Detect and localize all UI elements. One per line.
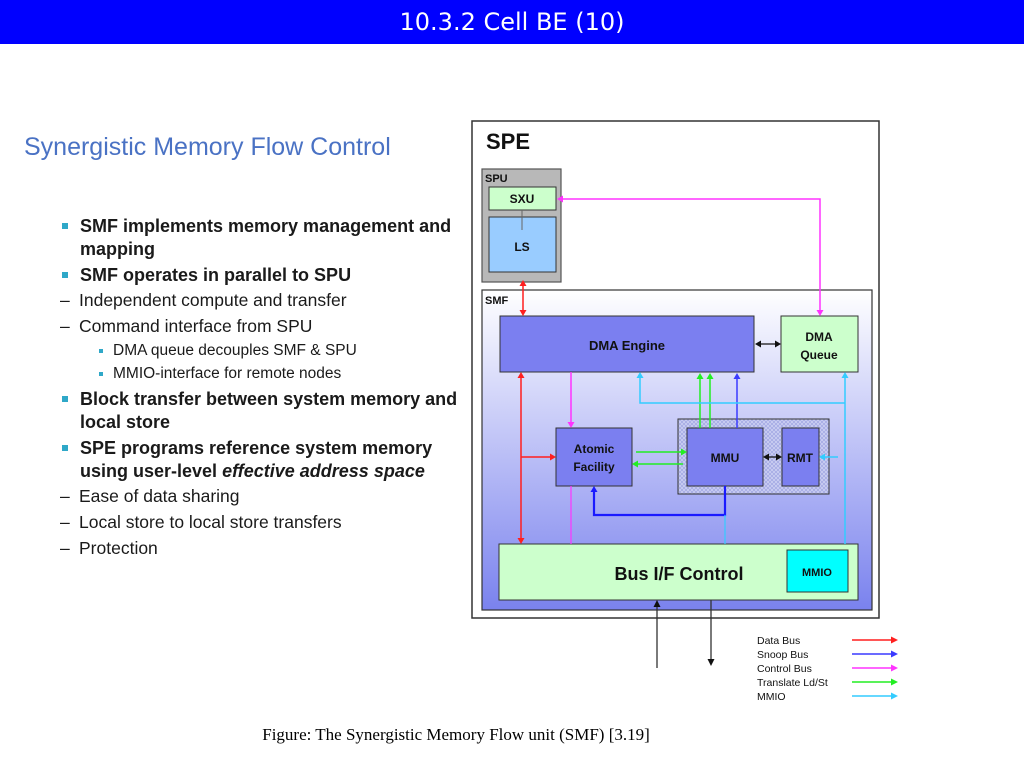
legend-arrow bbox=[891, 664, 898, 672]
spu-label: SPU bbox=[485, 173, 508, 185]
mmio-arrow bbox=[841, 372, 849, 378]
snoop-bus-arrow bbox=[733, 373, 741, 379]
atomic-facility-box bbox=[555, 427, 633, 487]
bullet-text-italic: effective address space bbox=[222, 461, 425, 481]
bullet-item: MMIO-interface for remote nodes bbox=[60, 362, 460, 385]
legend-label: Control Bus bbox=[757, 663, 812, 675]
mmio-line bbox=[639, 376, 845, 404]
legend: Data Bus Snoop Bus Control Bus Translate… bbox=[757, 635, 898, 703]
queue-link-arrow bbox=[755, 340, 761, 348]
external-bus-in-arrow bbox=[653, 600, 661, 607]
mmio-label: MMIO bbox=[802, 567, 832, 579]
rmt-link-arrow bbox=[763, 453, 769, 461]
bullet-item: Block transfer between system memory and… bbox=[60, 388, 460, 434]
control-bus-arrow bbox=[816, 310, 824, 316]
dma-queue-label-1: DMA bbox=[805, 330, 833, 344]
dma-engine-box bbox=[499, 315, 755, 373]
translate-arrow bbox=[706, 373, 714, 379]
atomic-label-1: Atomic bbox=[574, 442, 615, 456]
bullet-item: SMF implements memory management and map… bbox=[60, 215, 460, 261]
bus-if-control-label: Bus I/F Control bbox=[615, 564, 744, 584]
legend-label: Data Bus bbox=[757, 635, 800, 647]
translate-arrow bbox=[681, 448, 687, 456]
control-bus-arrow bbox=[567, 422, 575, 428]
legend-arrow bbox=[891, 678, 898, 686]
translate-arrow bbox=[696, 373, 704, 379]
mmu-box bbox=[686, 427, 764, 487]
data-bus-arrow bbox=[519, 310, 527, 316]
bullet-item: Local store to local store transfers bbox=[60, 509, 460, 535]
mmio-arrow bbox=[819, 453, 825, 461]
data-bus-arrow bbox=[550, 453, 556, 461]
bullet-item: Command interface from SPU bbox=[60, 313, 460, 339]
slide-title: 10.3.2 Cell BE (10) bbox=[0, 0, 1024, 44]
dma-queue-box bbox=[780, 315, 859, 373]
bullet-item: DMA queue decouples SMF & SPU bbox=[60, 339, 460, 362]
rmt-box bbox=[781, 427, 820, 487]
legend-arrow bbox=[891, 650, 898, 658]
legend-label: Snoop Bus bbox=[757, 649, 808, 661]
ls-label: LS bbox=[514, 240, 529, 254]
bullet-item: Independent compute and transfer bbox=[60, 287, 460, 313]
bullet-item: SMF operates in parallel to SPU bbox=[60, 264, 460, 287]
sxu-label: SXU bbox=[510, 192, 535, 206]
snoop-bus-line bbox=[592, 486, 727, 517]
dma-engine-label: DMA Engine bbox=[589, 338, 665, 353]
bullet-item: SPE programs reference system memory usi… bbox=[60, 437, 460, 483]
bullet-text: SPE programs reference system memory usi… bbox=[80, 438, 433, 481]
control-bus-arrow bbox=[557, 195, 563, 203]
rmt-label: RMT bbox=[787, 451, 814, 465]
bullet-item: Protection bbox=[60, 535, 460, 561]
figure-caption: Figure: The Synergistic Memory Flow unit… bbox=[262, 725, 650, 744]
mmio-arrow bbox=[636, 372, 644, 378]
spe-label: SPE bbox=[486, 129, 530, 154]
smf-label: SMF bbox=[485, 295, 509, 307]
queue-link-arrow bbox=[775, 340, 781, 348]
rmt-link-arrow bbox=[776, 453, 782, 461]
control-bus-line bbox=[560, 198, 821, 313]
snoop-bus-arrow bbox=[590, 486, 598, 492]
legend-label: Translate Ld/St bbox=[757, 677, 828, 689]
external-bus-out-arrow bbox=[707, 659, 715, 666]
atomic-label-2: Facility bbox=[573, 460, 615, 474]
legend-arrow bbox=[891, 636, 898, 644]
data-bus-arrow bbox=[519, 280, 527, 286]
data-bus-arrow bbox=[517, 538, 525, 544]
bullet-item: Ease of data sharing bbox=[60, 483, 460, 509]
mmio-box bbox=[786, 549, 849, 593]
dma-queue-label-2: Queue bbox=[800, 348, 838, 362]
slide-subtitle: Synergistic Memory Flow Control bbox=[24, 133, 391, 161]
mmu-label: MMU bbox=[711, 451, 740, 465]
bullet-list: SMF implements memory management and map… bbox=[60, 212, 460, 561]
legend-arrow bbox=[891, 692, 898, 700]
data-bus-arrow bbox=[517, 372, 525, 378]
legend-label: MMIO bbox=[757, 691, 786, 703]
translate-arrow bbox=[632, 460, 638, 468]
